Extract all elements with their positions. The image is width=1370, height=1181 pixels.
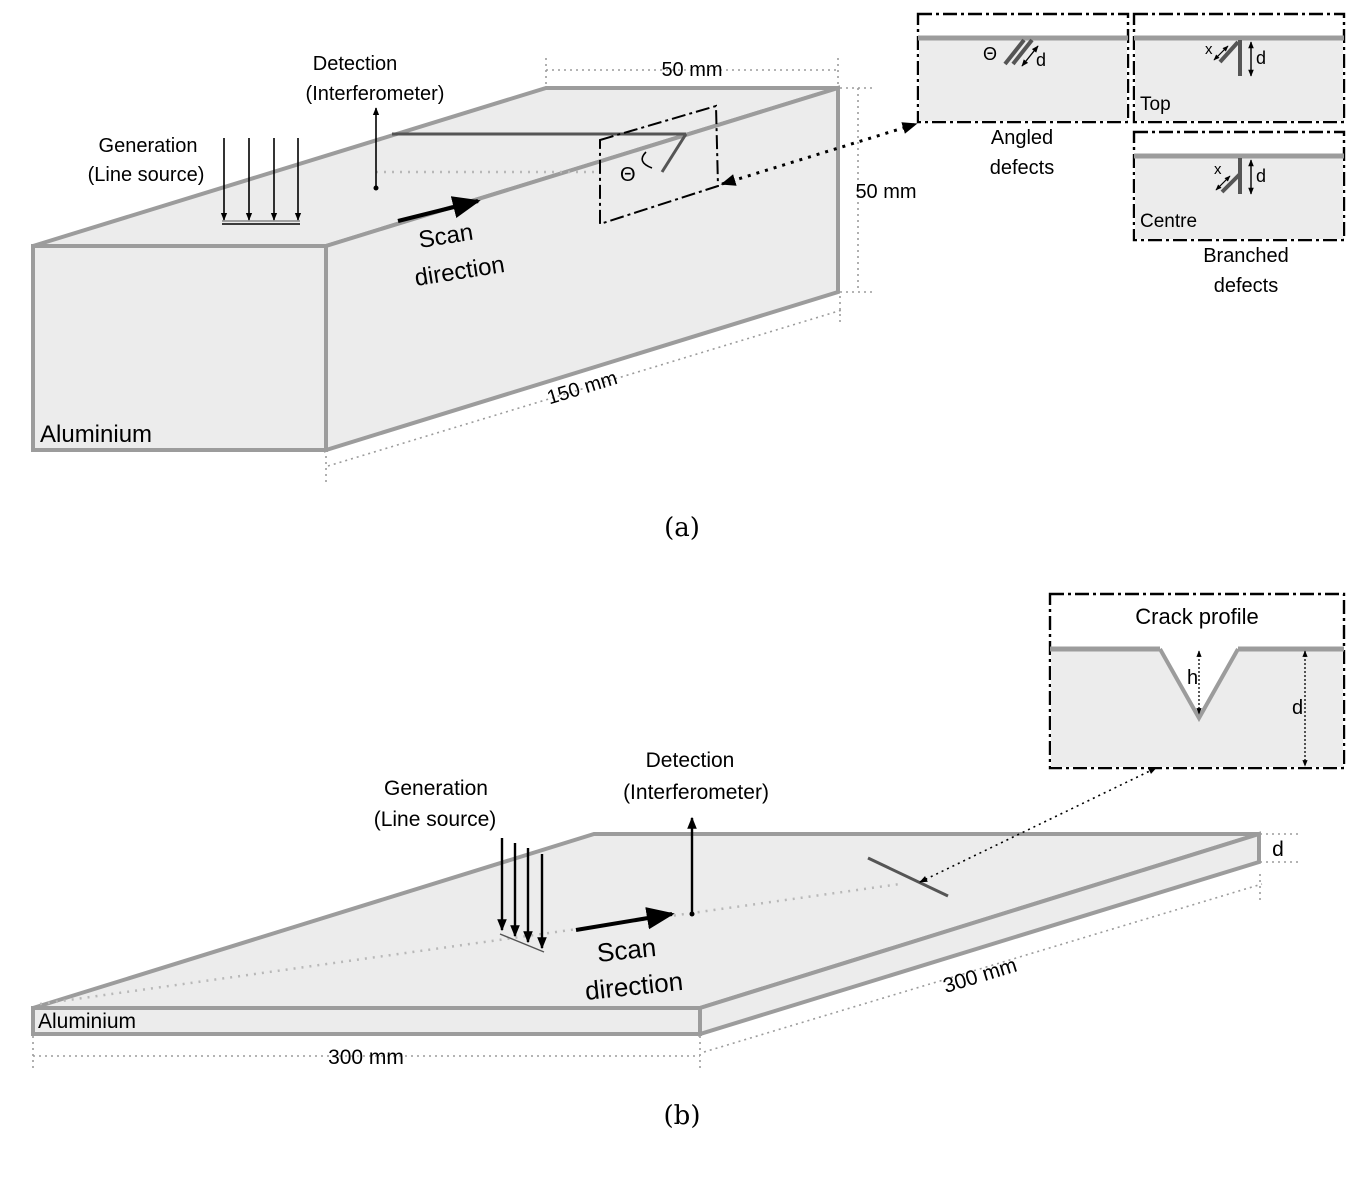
crack-profile-h: h xyxy=(1187,667,1198,689)
generation-label-b-1: Generation xyxy=(384,777,488,800)
branched-caption-2: defects xyxy=(1214,275,1278,297)
generation-label-a-2: (Line source) xyxy=(88,164,205,186)
branched-top-d: d xyxy=(1256,48,1266,68)
leader-b xyxy=(919,767,1157,883)
leader-a xyxy=(720,122,918,186)
dimension-lines-a xyxy=(325,58,872,486)
generation-label-a-1: Generation xyxy=(99,135,198,157)
scan-path-b xyxy=(39,882,901,1006)
dimension-lines-b xyxy=(32,833,1300,1072)
dim-thickness-b: d xyxy=(1272,838,1284,861)
generation-arrows-a xyxy=(220,138,302,225)
angled-caption-1: Angled xyxy=(991,127,1053,149)
dim-length-b: 300 mm xyxy=(940,954,1019,998)
material-label-b: Aluminium xyxy=(38,1010,136,1033)
angled-defects-inset: Θ d xyxy=(916,12,1130,124)
defect-window-a xyxy=(599,104,720,226)
detection-label-a-2: (Interferometer) xyxy=(306,83,445,105)
material-label-a: Aluminium xyxy=(40,421,152,448)
scan-arrow-a xyxy=(397,196,481,223)
detection-label-a-1: Detection xyxy=(313,53,398,75)
branched-centre-inset: x d Centre xyxy=(1132,130,1346,242)
crack-line-b xyxy=(867,856,949,898)
scan-arrow-b xyxy=(575,907,675,932)
scan-label-b-1: Scan xyxy=(595,932,657,968)
branched-centre-d: d xyxy=(1256,166,1266,186)
angled-d-label: d xyxy=(1036,50,1046,70)
dim-height-a: 50 mm xyxy=(855,181,916,203)
branched-centre-x: x xyxy=(1214,161,1222,178)
caption-a: (a) xyxy=(664,513,700,543)
angled-theta-label: Θ xyxy=(983,44,997,64)
caption-b: (b) xyxy=(664,1101,701,1131)
block-front-face xyxy=(31,244,328,452)
crack-angled-leg xyxy=(660,133,688,173)
branched-top-x: x xyxy=(1205,41,1213,58)
theta-label: Θ xyxy=(620,164,636,186)
panel-a: Θ Aluminium Generation (Line source) Det… xyxy=(31,12,1346,543)
angled-caption-2: defects xyxy=(990,157,1054,179)
detection-point-b xyxy=(689,911,695,917)
crack-profile-inset: Crack profile h d xyxy=(1048,592,1346,770)
generation-label-b-2: (Line source) xyxy=(374,808,497,831)
detection-label-b-1: Detection xyxy=(646,749,735,772)
branched-caption-1: Branched xyxy=(1203,245,1289,267)
detection-point-a xyxy=(373,185,379,191)
panel-b: Crack profile h d Aluminium Generation (… xyxy=(31,592,1346,1131)
branched-centre-label: Centre xyxy=(1140,211,1197,232)
theta-arc xyxy=(641,151,653,169)
detection-label-b-2: (Interferometer) xyxy=(623,781,769,804)
dim-width-a: 50 mm xyxy=(661,59,722,81)
crack-profile-d: d xyxy=(1292,697,1303,719)
branched-top-label: Top xyxy=(1140,94,1171,115)
branched-top-inset: x d Top xyxy=(1132,12,1346,124)
dim-width-b: 300 mm xyxy=(328,1046,404,1069)
crack-profile-title: Crack profile xyxy=(1135,604,1258,629)
plate-front-face xyxy=(31,1006,702,1036)
generation-arrows-b xyxy=(497,838,547,953)
